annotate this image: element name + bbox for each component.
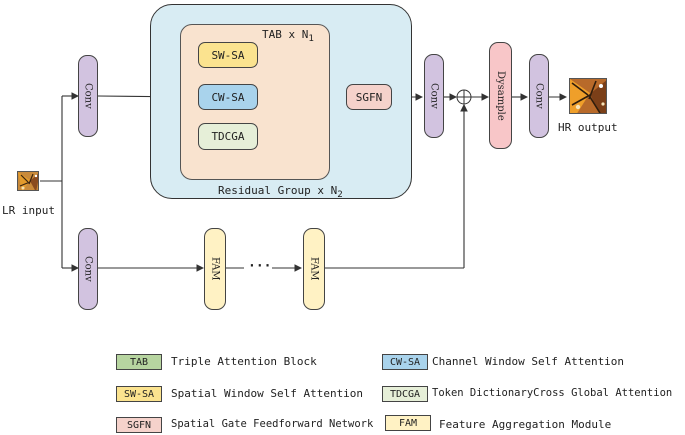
legend-swatch-tab: TAB: [116, 354, 162, 370]
tab-label: TAB x N1: [262, 28, 314, 45]
legend-text-cwsa: Channel Window Self Attention: [432, 355, 625, 368]
legend-swatch-swsa: SW-SA: [116, 386, 162, 402]
hr-output-label: HR output: [558, 121, 618, 134]
dysample-block: Dysample: [489, 42, 512, 149]
swsa-block: SW-SA: [198, 42, 258, 68]
conv-block-top: Conv: [78, 55, 98, 137]
lr-input-image: [17, 171, 39, 191]
legend-swatch-sgfn: SGFN: [116, 417, 162, 433]
ellipsis: ···: [248, 259, 272, 274]
fam-block-1: FAM: [204, 228, 226, 310]
legend-text-fam: Feature Aggregation Module: [439, 418, 612, 431]
legend-text-tdcga: Token DictionaryCross Global Attention: [432, 387, 673, 399]
legend-text-swsa: Spatial Window Self Attention: [171, 387, 364, 400]
legend-swatch-tdcga: TDCGA: [382, 386, 428, 402]
sgfn-block: SGFN: [346, 84, 392, 110]
fam-block-2: FAM: [303, 228, 325, 310]
legend-text-sgfn: Spatial Gate Feedforward Network: [171, 418, 374, 430]
legend-text-tab: Triple Attention Block: [171, 355, 317, 368]
conv-block-bottom: Conv: [78, 228, 98, 310]
legend-swatch-cwsa: CW-SA: [382, 354, 428, 370]
legend-swatch-fam: FAM: [385, 415, 431, 431]
tdcga-block: TDCGA: [198, 123, 258, 150]
lr-input-label: LR input: [2, 204, 55, 217]
conv-block-after-rg: Conv: [424, 54, 444, 138]
conv-block-final: Conv: [529, 54, 549, 138]
hr-output-image: [569, 78, 607, 114]
cwsa-block: CW-SA: [198, 84, 258, 110]
residual-group-label: Residual Group x N2: [218, 184, 343, 201]
